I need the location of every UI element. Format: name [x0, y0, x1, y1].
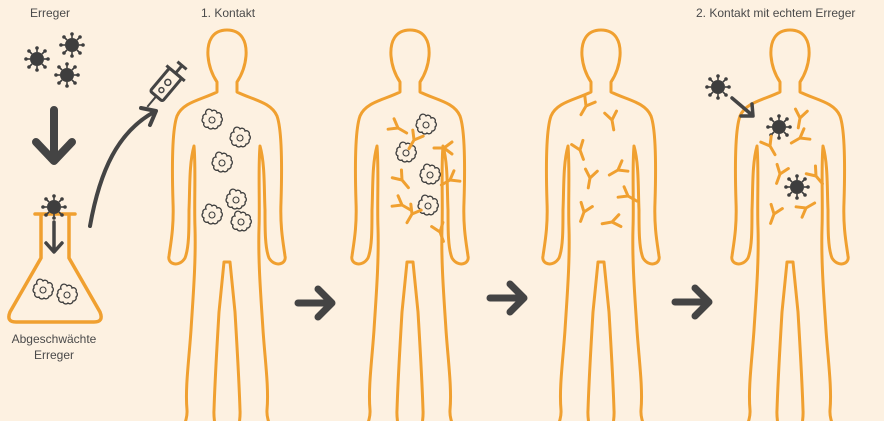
- down-arrow-icon: [36, 110, 72, 161]
- attenuated-pathogen-label: Abgeschwächte Erreger: [2, 331, 106, 363]
- curved-arrow-icon: [90, 112, 154, 226]
- pathogen-icon: [705, 74, 731, 100]
- pathogen-icon: [24, 32, 85, 88]
- right-arrow-icon: [675, 288, 709, 316]
- attenuated-label-line2: Erreger: [2, 347, 106, 363]
- human-body-outline: [543, 30, 659, 421]
- right-arrow-icon: [490, 284, 524, 312]
- human-body-outline: [732, 30, 848, 421]
- right-arrow-icon: [298, 289, 332, 317]
- weakened-pathogen-icon: [33, 279, 77, 304]
- small-down-arrow-icon: [46, 222, 62, 252]
- antibody-icon: [572, 96, 640, 230]
- attenuated-label-line1: Abgeschwächte: [2, 331, 106, 347]
- pathogen-icon: [41, 194, 67, 220]
- weakened-pathogen-icon: [202, 109, 251, 231]
- human-body-outline: [352, 30, 468, 421]
- human-body-outline: [169, 30, 285, 421]
- pathogen-icon: [784, 174, 810, 200]
- first-contact-label: 1. Kontakt: [201, 5, 255, 21]
- erreger-label: Erreger: [30, 5, 70, 21]
- second-contact-label: 2. Kontakt mit echtem Erreger: [696, 5, 855, 21]
